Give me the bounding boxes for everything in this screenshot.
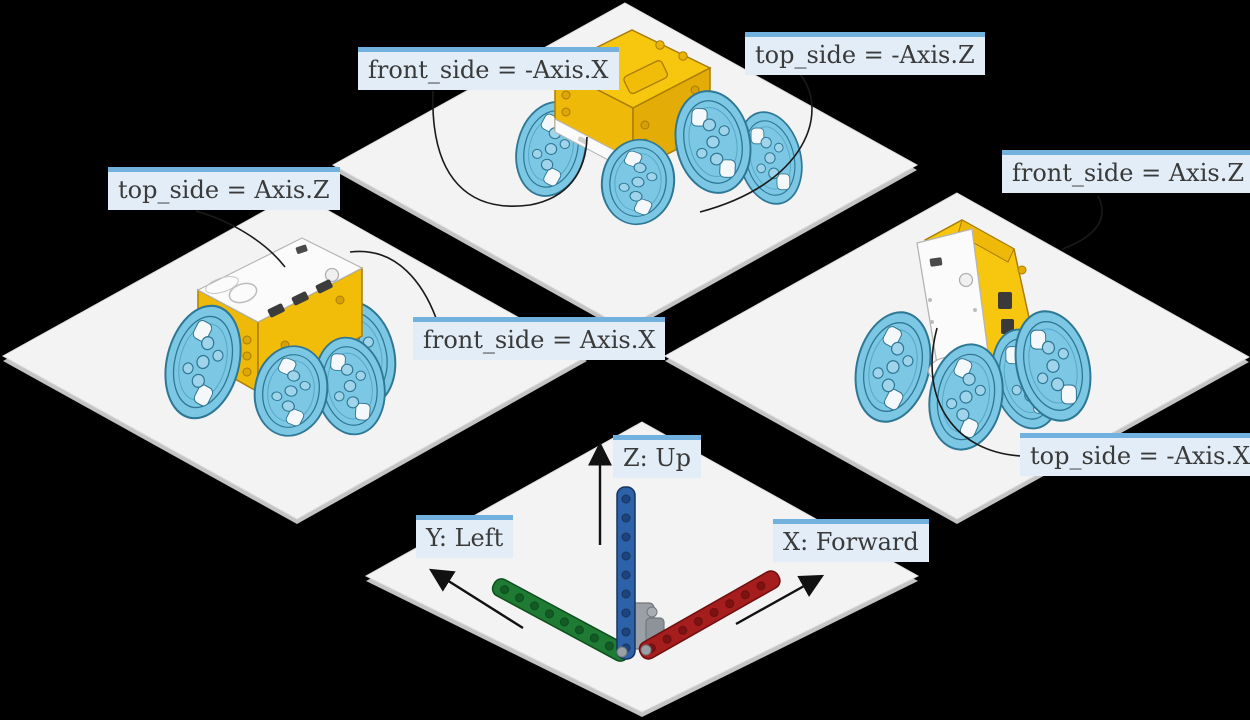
axis-label-z-up: Z: Up — [613, 435, 701, 478]
beam-z-blue — [616, 486, 636, 660]
callout-top-side-neg-z: top_side = -Axis.Z — [745, 32, 985, 75]
leader-front-side-z — [1061, 195, 1103, 250]
arrow-y-left — [428, 568, 524, 630]
axis-label-x-forward: X: Forward — [773, 519, 929, 562]
callout-leader-lines — [195, 73, 1103, 457]
axis-label-y-left: Y: Left — [416, 515, 514, 558]
leader-top-side-z — [195, 210, 286, 268]
callout-top-side-z: top_side = Axis.Z — [108, 167, 340, 210]
beam-x-red — [638, 570, 781, 660]
callout-top-side-neg-x: top_side = -Axis.X — [1020, 433, 1250, 476]
arrow-x-forward — [735, 574, 825, 626]
leader-top-side-neg-x — [931, 327, 1022, 457]
callout-front-side-x: front_side = Axis.X — [413, 317, 666, 360]
leader-front-side-x — [349, 250, 437, 319]
leader-top-side-neg-z — [699, 73, 813, 213]
callout-front-side-neg-x: front_side = -Axis.X — [358, 47, 619, 90]
leader-front-side-neg-x — [432, 90, 588, 207]
callout-front-side-z: front_side = Axis.Z — [1002, 150, 1250, 193]
robot-upright — [153, 237, 407, 443]
axes-model — [428, 441, 825, 662]
